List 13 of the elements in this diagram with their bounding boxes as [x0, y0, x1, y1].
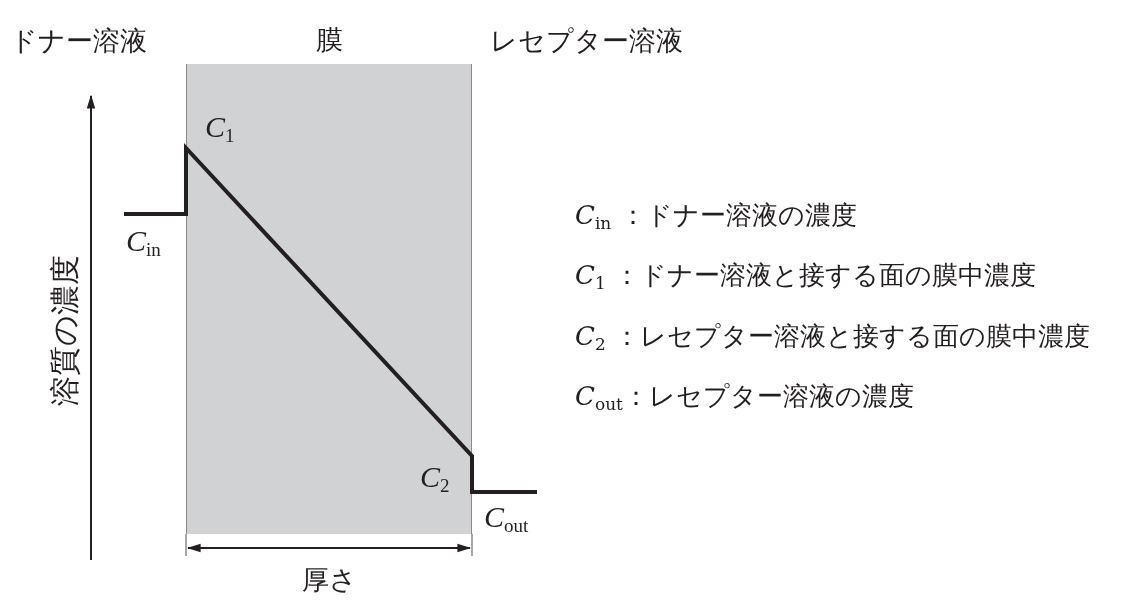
legend-text: C$_{1}$ ：ドナー溶液と接する面の膜中濃度	[575, 262, 1036, 292]
region-label: ドナー溶液	[10, 27, 147, 54]
membrane-heading: 膜	[314, 26, 344, 53]
axis-label: 溶質の濃度	[50, 254, 80, 406]
symbol-label: C$_{out}$	[484, 502, 529, 535]
dimension-label: 厚さ	[301, 566, 357, 593]
symbol-label: C$_{1}$	[205, 112, 235, 145]
legend-text: C$_{out}$：レセプター溶液の濃度	[575, 383, 914, 413]
legend-text: C$_{2}$ ：レセプター溶液と接する面の膜中濃度	[575, 323, 1090, 353]
symbol-label: C$_{in}$	[126, 226, 161, 259]
region-label: レセプター溶液	[490, 27, 683, 54]
symbol-label: C$_{2}$	[420, 462, 450, 495]
legend-text: C$_{in}$ ：ドナー溶液の濃度	[575, 202, 857, 232]
